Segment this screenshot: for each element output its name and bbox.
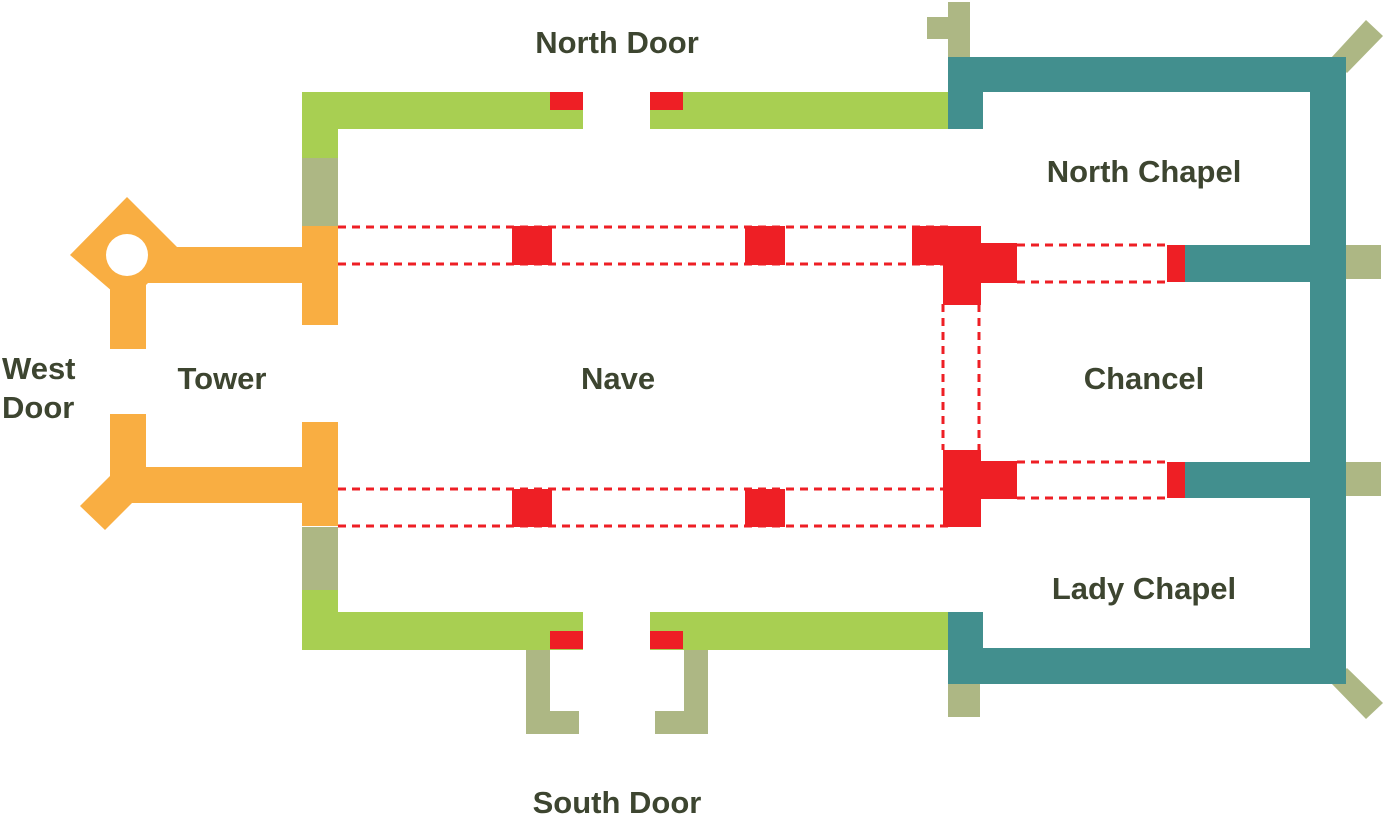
respond-south-east [1167, 462, 1185, 498]
pier-south-1 [512, 489, 552, 527]
chancel-south-screen [1185, 462, 1310, 498]
pier-north-1 [512, 226, 552, 265]
chancel-south-wall [948, 648, 1346, 684]
buttress-west-north [302, 158, 338, 226]
arcade-lines [338, 225, 1170, 528]
nave-south-wall-west [302, 612, 583, 650]
buttresses [302, 2, 1383, 734]
door-jamb-south-east [650, 631, 683, 649]
pier-south-2 [745, 489, 785, 527]
chancel-south-stub [948, 612, 983, 684]
door-jamb-north-west [550, 92, 583, 110]
stair-turret-well [106, 234, 148, 276]
chancel-north-stub [948, 57, 983, 129]
crossing-pier-north-stem [943, 243, 981, 305]
north-door-label: North Door [535, 25, 699, 60]
respond-north-east [1167, 245, 1185, 282]
west-door-label-line2: Door [2, 390, 75, 425]
tower-east-wall-south [302, 422, 338, 526]
nave-west-wall-south [302, 590, 338, 650]
tower-label: Tower [177, 361, 267, 396]
chancel-label: Chancel [1083, 361, 1205, 396]
chancel-north-wall [948, 57, 1346, 92]
buttress-chancel-south [948, 683, 980, 717]
tower-sw-diagonal [80, 471, 140, 530]
piers [512, 92, 1185, 649]
west-door-label-line1: West [2, 351, 76, 386]
nave-walls [302, 92, 948, 650]
buttress-east-north [1346, 245, 1381, 279]
porch-east-return [655, 711, 708, 734]
nave-north-wall-west [302, 92, 583, 129]
tower-north-leg [110, 283, 146, 349]
door-jamb-north-east [650, 92, 683, 110]
chancel-east-wall [1310, 57, 1346, 684]
nave-west-wall-north [302, 92, 338, 158]
chancel-walls [948, 57, 1346, 684]
door-jamb-south-west [550, 631, 583, 649]
porch-west-return [526, 711, 579, 734]
buttress-east-south [1346, 462, 1381, 496]
lady-chapel-label: Lady Chapel [1051, 571, 1237, 606]
chancel-north-screen [1185, 245, 1310, 282]
south-door-label: South Door [532, 785, 702, 820]
pier-north-2 [745, 226, 785, 265]
tower-east-wall-north [302, 226, 338, 325]
buttress-west-south [302, 527, 338, 590]
nave-label: Nave [580, 361, 656, 396]
nave-north-wall-east [650, 92, 948, 129]
crossing-pier-south-arm [943, 461, 1017, 499]
nave-south-wall-east [650, 612, 948, 650]
north-chapel-label: North Chapel [1046, 154, 1242, 189]
buttress-north-top-arm [927, 17, 970, 39]
tower-north-arm [148, 247, 308, 283]
